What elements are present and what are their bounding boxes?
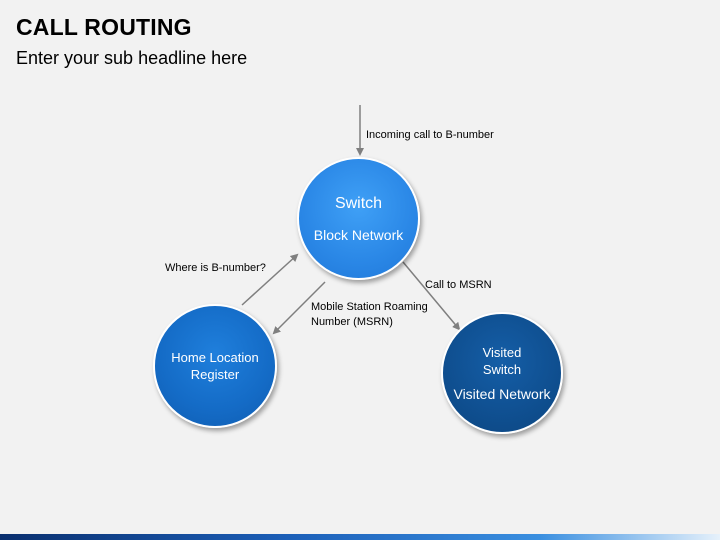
where-is-arrow (241, 253, 299, 306)
msrn-label-line1: Mobile Station Roaming (311, 301, 428, 313)
visited-node-line1: Visited (482, 345, 522, 360)
visited-node-subtitle: Visited Network (453, 386, 551, 402)
switch-node-subtitle: Block Network (313, 226, 404, 243)
call-to-msrn-label: Call to MSRN (425, 279, 492, 291)
where-is-label: Where is B-number? (165, 262, 266, 274)
page-title: CALL ROUTING (16, 14, 192, 40)
visited-node-line2: Switch (482, 362, 522, 377)
hlr-node: Home Location Register (153, 304, 277, 428)
page-subtitle: Enter your sub headline here (16, 48, 248, 68)
hlr-node-line1: Home Location (171, 350, 259, 365)
bottom-accent-bar (0, 534, 720, 540)
incoming-call-label: Incoming call to B-number (366, 129, 494, 141)
switch-node-title: Switch (334, 194, 383, 212)
msrn-arrow (272, 281, 326, 335)
hlr-node-line2: Register (190, 367, 240, 382)
call-to-msrn-arrow (402, 261, 461, 331)
switch-node: Switch Block Network (297, 157, 420, 280)
visited-switch-node: Visited Switch Visited Network (441, 312, 563, 434)
msrn-label-line2: Number (MSRN) (311, 316, 393, 328)
